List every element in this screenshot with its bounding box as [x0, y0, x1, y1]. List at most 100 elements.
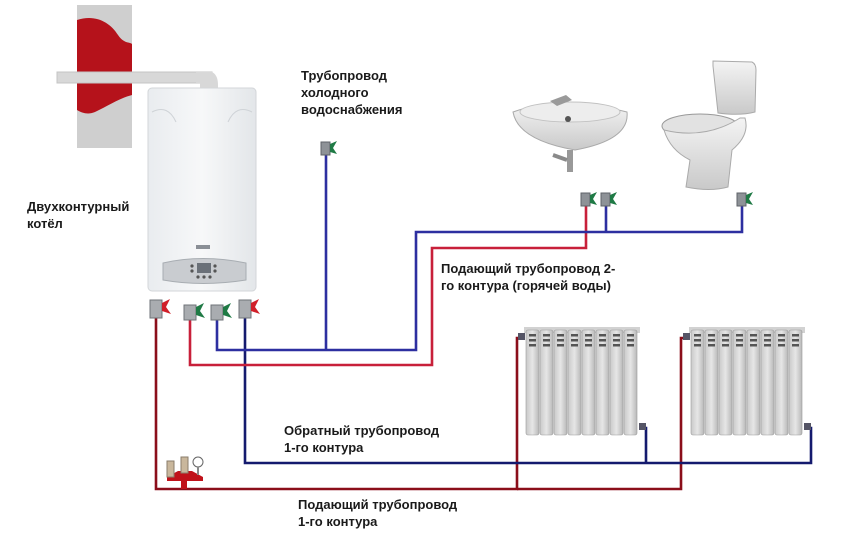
- radiator-section: [746, 329, 761, 436]
- hot-supply-2-label-line-2: го контура (горячей воды): [441, 278, 611, 293]
- radiator-fin-slot: [571, 339, 578, 342]
- radiator-fin-slot: [571, 344, 578, 347]
- radiator-section: [732, 329, 747, 436]
- radiator-section: [623, 329, 638, 436]
- radiator-fin-slot: [599, 339, 606, 342]
- supply-1-label-line-2: 1-го контура: [298, 514, 378, 529]
- radiator-section: [595, 329, 610, 436]
- radiator-fin-slot: [778, 339, 785, 342]
- sink-hot-valve[interactable]: [580, 192, 597, 207]
- cold-water-label-line-1: Трубопровод: [301, 68, 387, 83]
- radiator-fin-slot: [613, 339, 620, 342]
- radiator-fin-slot: [708, 334, 715, 337]
- chimney-wall: [56, 5, 218, 148]
- radiator-fin-slot: [792, 334, 799, 337]
- radiator-fin-slot: [599, 334, 606, 337]
- hot-water-pipe: [188, 205, 588, 367]
- boiler-valve-heating-supply[interactable]: [149, 299, 171, 319]
- radiator-fin-slot: [778, 334, 785, 337]
- radiator-fin-slot: [585, 334, 592, 337]
- radiator-fin-slot: [694, 339, 701, 342]
- radiator-fin-slot: [627, 334, 634, 337]
- radiator-fin-slot: [736, 339, 743, 342]
- safety-group: [166, 456, 204, 489]
- radiator-fin-slot: [557, 344, 564, 347]
- cold-water-pipe: [215, 205, 744, 352]
- washbasin: [512, 95, 628, 172]
- radiator-outlet-valve[interactable]: [804, 423, 811, 430]
- return-1-label-line-1: Обратный трубопровод: [284, 423, 440, 438]
- radiator-inlet-valve[interactable]: [518, 333, 525, 340]
- radiator-inlet-valve[interactable]: [683, 333, 690, 340]
- radiator-fin-slot: [722, 344, 729, 347]
- radiator-section: [553, 329, 568, 436]
- boiler: [147, 87, 257, 292]
- radiator-section: [581, 329, 596, 436]
- radiator-fin-slot: [778, 344, 785, 347]
- radiator-section: [788, 329, 803, 436]
- toilet-valve[interactable]: [736, 192, 753, 207]
- cold-water-label-line-3: водоснабжения: [301, 102, 403, 117]
- radiator-section: [567, 329, 582, 436]
- radiator-fin-slot: [557, 339, 564, 342]
- boiler-valve-cold-water[interactable]: [210, 303, 232, 321]
- radiator-fin-slot: [792, 344, 799, 347]
- radiator-fin-slot: [722, 339, 729, 342]
- radiator-1: [518, 327, 646, 436]
- radiator-fin-slot: [708, 339, 715, 342]
- radiator-fin-slot: [736, 344, 743, 347]
- radiator-header: [524, 327, 640, 333]
- radiator-fin-slot: [543, 344, 550, 347]
- radiator-fin-slot: [764, 334, 771, 337]
- radiator-fin-slot: [543, 339, 550, 342]
- radiator-fin-slot: [750, 334, 757, 337]
- radiator-fin-slot: [529, 334, 536, 337]
- boiler-valve-heating-return[interactable]: [238, 299, 260, 319]
- heating-return-pipe-branch-1: [641, 426, 648, 463]
- radiator-fin-slot: [722, 334, 729, 337]
- boiler-display: [197, 263, 211, 273]
- boiler-logo: [196, 245, 210, 249]
- radiator-fin-slot: [750, 339, 757, 342]
- radiator-fin-slot: [750, 344, 757, 347]
- radiator-header: [689, 327, 805, 333]
- boiler-label-line-2: котёл: [27, 216, 63, 231]
- radiator-section: [774, 329, 789, 436]
- radiator-section: [539, 329, 554, 436]
- boiler-valve-hot-water[interactable]: [183, 303, 205, 321]
- radiator-fin-slot: [613, 334, 620, 337]
- radiator-fin-slot: [708, 344, 715, 347]
- radiator-section: [525, 329, 540, 436]
- radiator-fin-slot: [627, 344, 634, 347]
- supply-1-label-line-1: Подающий трубопровод: [298, 497, 458, 512]
- radiator-fin-slot: [557, 334, 564, 337]
- radiator-section: [690, 329, 705, 436]
- sink-cold-valve[interactable]: [600, 192, 617, 207]
- radiator-section: [760, 329, 775, 436]
- radiator-fin-slot: [627, 339, 634, 342]
- hot-supply-2-label-line-1: Подающий трубопровод 2-: [441, 261, 616, 276]
- radiator-fin-slot: [694, 334, 701, 337]
- radiator-fin-slot: [571, 334, 578, 337]
- radiator-fin-slot: [529, 339, 536, 342]
- boiler-label-line-1: Двухконтурный: [27, 199, 130, 214]
- cold-water-label-line-2: холодного: [301, 85, 369, 100]
- return-1-label-line-2: 1-го контура: [284, 440, 364, 455]
- radiator-section: [718, 329, 733, 436]
- radiator-section: [704, 329, 719, 436]
- supply-1-label: Подающий трубопровод 1-го контура: [298, 496, 457, 530]
- radiator-fin-slot: [585, 344, 592, 347]
- cold-water-label: Трубопровод холодного водоснабжения: [301, 67, 403, 118]
- radiator-fin-slot: [792, 339, 799, 342]
- toilet: [661, 60, 757, 190]
- radiator-fin-slot: [543, 334, 550, 337]
- radiator-fin-slot: [529, 344, 536, 347]
- hot-supply-2-label: Подающий трубопровод 2- го контура (горя…: [441, 260, 615, 294]
- cold-water-inlet-valve[interactable]: [320, 141, 337, 156]
- radiator-fin-slot: [613, 344, 620, 347]
- radiator-outlet-valve[interactable]: [639, 423, 646, 430]
- return-1-label: Обратный трубопровод 1-го контура: [284, 422, 439, 456]
- radiator-2: [683, 327, 811, 436]
